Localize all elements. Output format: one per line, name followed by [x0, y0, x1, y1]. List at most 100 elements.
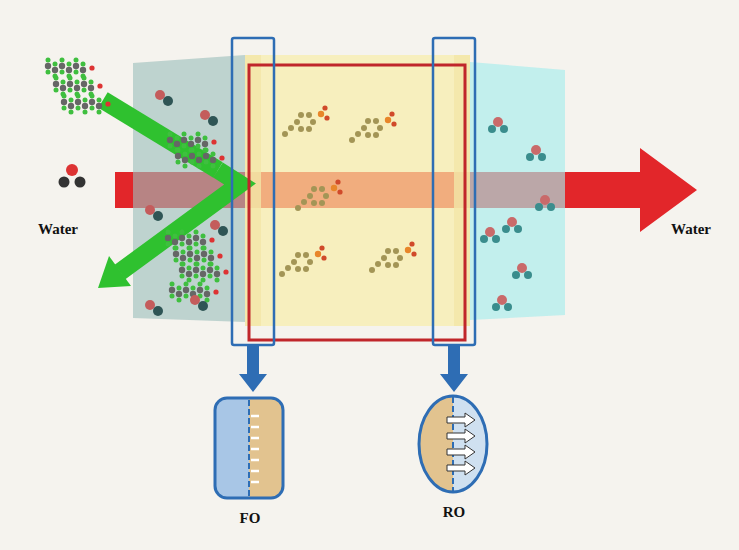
membrane-pore [251, 448, 259, 451]
fo-highlight-box [232, 38, 274, 345]
atom [195, 262, 200, 267]
atom [153, 211, 163, 221]
product-water-slab [470, 62, 565, 320]
atom [197, 287, 203, 293]
atom [175, 153, 181, 159]
atom [180, 274, 185, 279]
atom [82, 103, 88, 109]
atom [195, 137, 201, 143]
atom [182, 144, 187, 149]
atom [89, 65, 94, 70]
atom [211, 139, 216, 144]
atom [223, 269, 228, 274]
atom [294, 119, 300, 125]
rejection-arrow [120, 170, 240, 272]
foulant-molecule [179, 262, 229, 283]
atom [180, 230, 185, 235]
atom [83, 98, 88, 103]
permeate-side [419, 396, 487, 492]
atom [319, 245, 324, 250]
atom [187, 278, 192, 283]
atom [54, 88, 59, 93]
atom [209, 262, 214, 267]
atom [53, 81, 59, 87]
atom [507, 217, 517, 227]
ro-icon-outline [419, 396, 487, 492]
atom [166, 230, 171, 235]
atom [68, 76, 73, 81]
atom [184, 282, 189, 287]
atom [219, 155, 224, 160]
atom [211, 164, 216, 169]
draw-solute-molecule [295, 179, 343, 211]
feed-side [215, 398, 249, 498]
atom [202, 141, 208, 147]
water-molecule [512, 263, 532, 279]
atom [74, 58, 79, 63]
atom [512, 271, 520, 279]
atom [202, 246, 207, 251]
water-molecule [526, 145, 546, 161]
atom [186, 239, 192, 245]
atom [172, 239, 178, 245]
atom [389, 111, 394, 116]
atom [76, 106, 81, 111]
atom [524, 271, 532, 279]
atom [174, 246, 179, 251]
atom [321, 255, 326, 260]
foulant-molecule [61, 94, 111, 115]
atom [176, 291, 182, 297]
atom [60, 58, 65, 63]
atom [209, 250, 214, 255]
membrane-icon [417, 394, 491, 496]
atom [411, 251, 416, 256]
atom [208, 262, 213, 267]
atom [201, 234, 206, 239]
atom [168, 144, 173, 149]
atom [59, 63, 65, 69]
atom [170, 282, 175, 287]
ro-membrane-icon: RO [417, 394, 491, 521]
atom [169, 287, 175, 293]
atom [155, 90, 165, 100]
atom [74, 85, 80, 91]
atom [145, 300, 155, 310]
atom [145, 205, 155, 215]
atom [488, 125, 496, 133]
atom [46, 58, 51, 63]
icon-caption: FO [240, 510, 261, 527]
atom [96, 103, 102, 109]
atom [183, 164, 188, 169]
atom [204, 160, 209, 165]
atom [381, 255, 387, 261]
atom [365, 132, 371, 138]
atom [180, 255, 186, 261]
atom [200, 239, 206, 245]
atom [188, 258, 193, 263]
atom [181, 137, 187, 143]
atom [45, 63, 51, 69]
fo-membrane [245, 55, 261, 326]
atom [200, 271, 206, 277]
atom [295, 266, 301, 272]
atom [76, 94, 81, 99]
atom [89, 99, 95, 105]
atom [526, 153, 534, 161]
atom [73, 63, 79, 69]
atom [189, 136, 194, 141]
feed-solute [145, 300, 163, 316]
foulant-molecule [175, 148, 225, 169]
water-icon [59, 164, 86, 188]
atom [187, 266, 192, 271]
atom [215, 278, 220, 283]
atom [311, 186, 317, 192]
atom [174, 258, 179, 263]
atom [153, 306, 163, 316]
atom [504, 303, 512, 311]
atom [88, 85, 94, 91]
atom [393, 248, 399, 254]
water-molecule [488, 117, 508, 133]
atom [319, 200, 325, 206]
atom [323, 193, 329, 199]
atom [174, 141, 180, 147]
